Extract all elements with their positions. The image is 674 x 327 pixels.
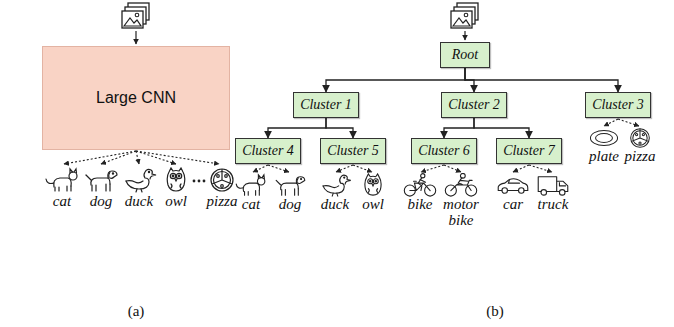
model-box: Large CNN <box>42 46 230 150</box>
panel-label: (a) <box>128 304 145 320</box>
tree-edge <box>474 118 529 138</box>
output-arrow <box>336 165 353 172</box>
tree-edge <box>444 118 474 138</box>
output-arrow <box>136 151 176 164</box>
cluster-name: Cluster 2 <box>448 97 500 113</box>
class-label: pizza <box>207 194 238 210</box>
duck-icon <box>126 169 156 192</box>
output-arrow <box>353 165 372 172</box>
tree-edge <box>268 118 326 138</box>
model-name: Large CNN <box>96 89 176 107</box>
class-label: truck <box>538 197 569 213</box>
cluster-box: Cluster 7 <box>496 138 562 164</box>
cluster-name: Cluster 5 <box>327 143 379 159</box>
owl-icon <box>167 168 185 191</box>
cluster-box: Cluster 5 <box>320 138 386 164</box>
class-label: bike <box>408 197 433 213</box>
cluster-box: Cluster 6 <box>411 138 477 164</box>
tree-edge <box>326 118 353 138</box>
output-arrow <box>513 165 529 172</box>
cat-icon <box>46 169 77 191</box>
output-arrow <box>268 165 289 172</box>
class-label: cat <box>242 197 260 213</box>
plate-icon <box>590 130 617 145</box>
duck-icon <box>323 175 351 196</box>
car-icon <box>498 179 528 194</box>
ellipsis-dots <box>193 180 206 183</box>
input-arrow <box>135 31 136 44</box>
class-label: motor bike <box>439 197 483 229</box>
output-arrow <box>64 151 136 164</box>
class-label: dog <box>90 194 113 210</box>
class-label: owl <box>165 194 187 210</box>
dog-icon <box>86 171 117 191</box>
dog-icon <box>276 177 305 195</box>
output-arrow <box>529 165 552 172</box>
cluster-box: Cluster 4 <box>235 138 301 164</box>
output-arrow <box>618 119 639 126</box>
output-arrow <box>253 165 268 172</box>
cluster-name: Cluster 7 <box>503 143 555 159</box>
class-label: duck <box>125 194 153 210</box>
cluster-box: Cluster 3 <box>585 92 651 118</box>
class-label: car <box>503 197 523 213</box>
class-label: dog <box>279 197 302 213</box>
output-arrow <box>136 151 219 164</box>
input-arrow <box>464 31 465 40</box>
bike-icon <box>404 174 435 196</box>
output-arrow <box>136 151 139 164</box>
cluster-name: Cluster 3 <box>592 97 644 113</box>
truck-icon <box>538 177 568 195</box>
output-arrow <box>604 119 618 126</box>
output-arrow <box>101 151 136 164</box>
cluster-name: Root <box>452 47 478 63</box>
cluster-box: Root <box>440 42 490 68</box>
image-icon <box>451 3 478 28</box>
tree-edge <box>326 68 465 92</box>
panel-label: (b) <box>486 304 504 320</box>
pizza-icon <box>631 129 650 148</box>
output-arrow <box>421 165 444 172</box>
cluster-box: Cluster 2 <box>441 92 507 118</box>
output-arrow <box>444 165 461 172</box>
cluster-box: Cluster 1 <box>293 92 359 118</box>
pizza-icon <box>211 169 233 191</box>
image-icon <box>122 3 149 28</box>
class-label: plate <box>589 149 619 165</box>
class-label: duck <box>321 197 349 213</box>
cluster-name: Cluster 4 <box>242 143 294 159</box>
cat-icon <box>236 175 265 195</box>
cluster-name: Cluster 6 <box>418 143 470 159</box>
class-label: pizza <box>625 149 656 165</box>
class-label: cat <box>53 194 71 210</box>
tree-edge <box>465 68 618 92</box>
cluster-name: Cluster 1 <box>300 97 352 113</box>
class-label: owl <box>362 197 384 213</box>
owl-icon <box>365 174 381 195</box>
motorbike-icon <box>445 173 476 196</box>
